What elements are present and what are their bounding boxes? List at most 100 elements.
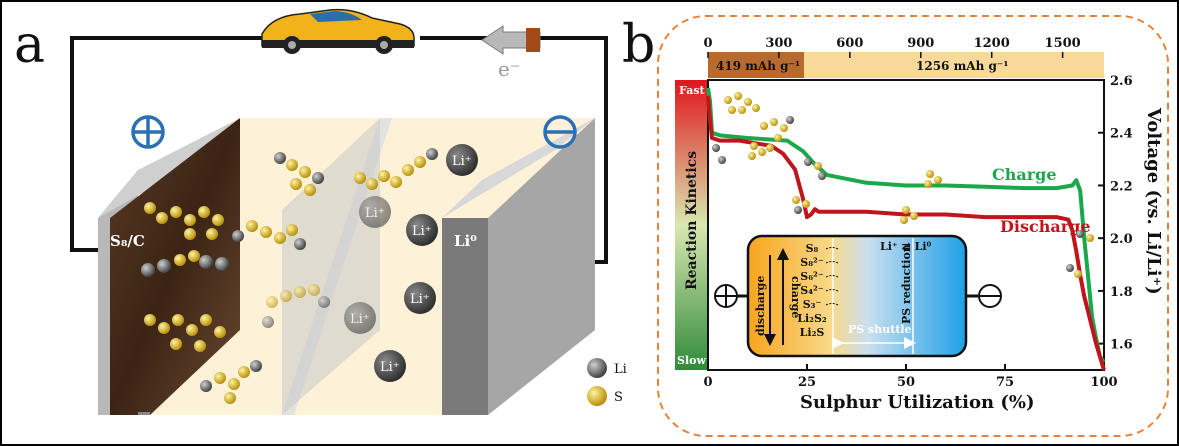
li-sulfide-icon: [1066, 230, 1094, 278]
polysulfide-molecule: [200, 360, 262, 404]
y-tick-label: 1.8: [1110, 285, 1133, 300]
li-ion: Li⁺: [374, 350, 406, 382]
capacity-right-label: 1256 mAh g⁻¹: [916, 59, 1008, 73]
anode-label: Li⁰: [454, 232, 477, 250]
y-axis: 2.6 2.4 2.2 2.0 1.8 1.6: [1098, 74, 1133, 353]
species-label: Li₂S₂: [797, 312, 827, 325]
x-tick-label: 100: [1090, 375, 1117, 390]
svg-text:charge: charge: [789, 276, 802, 318]
y-tick-label: 1.6: [1110, 338, 1133, 353]
plus-circle-icon: [131, 115, 165, 149]
polysulfide-molecule: [144, 202, 224, 240]
reaction-kinetics-bar: [675, 80, 708, 370]
polysulfide-molecule: [262, 284, 330, 328]
panel-b-label: b: [622, 15, 655, 75]
reaction-arrow: [825, 247, 839, 250]
top-axis: 0 300 600 900 1200 1500: [703, 36, 1081, 58]
x-axis: 0 25 50 75 100: [703, 364, 1118, 390]
reaction-arrow: [825, 275, 839, 278]
kinetics-label: Reaction Kinetics: [684, 151, 700, 290]
electron-label: e⁻: [498, 57, 520, 81]
x-tick-label: 50: [897, 375, 915, 390]
svg-text:Li⁺: Li⁺: [412, 224, 432, 239]
species-label: S₈²⁻: [800, 256, 824, 269]
polysulfide-molecule: [274, 152, 324, 196]
legend-s-label: S: [614, 390, 623, 405]
polysulfide-icon: [712, 142, 774, 164]
series-label-charge: Charge: [992, 165, 1057, 184]
y-tick-label: 2.2: [1110, 179, 1133, 194]
x-axis-label: Sulphur Utilization (%): [800, 392, 1035, 413]
species-label: S₄²⁻: [800, 284, 824, 297]
anode-electrode: [442, 118, 595, 415]
polysulfide-molecule: [144, 314, 226, 352]
top-tick-label: 900: [907, 36, 934, 51]
y-tick-label: 2.0: [1110, 232, 1133, 247]
polysulfide-icon: [792, 196, 810, 214]
panel-a: a e⁻ S₈/C: [14, 8, 627, 415]
species-label: Li₂S: [800, 326, 825, 339]
li-ion: Li⁺: [406, 214, 438, 246]
circuit-wire-left: [70, 36, 262, 252]
s-atom-icon: [587, 386, 607, 406]
top-tick-label: 600: [836, 36, 863, 51]
li-ion: Li⁺: [359, 196, 391, 228]
capacity-bar-left: [708, 52, 804, 78]
kinetics-slow-label: Slow: [677, 354, 706, 367]
x-tick-label: 0: [703, 375, 712, 390]
li-ion: Li⁺: [446, 144, 478, 176]
sports-car-icon: [261, 8, 415, 54]
electron-flow-arrow: [481, 25, 541, 55]
series-label-discharge: Discharge: [1000, 217, 1091, 236]
capacity-left-label: 419 mAh g⁻¹: [716, 59, 800, 73]
cathode-label: S₈/C: [110, 232, 145, 250]
svg-text:Li⁺: Li⁺: [365, 206, 385, 221]
polysulfide-icon: [760, 116, 794, 142]
top-tick-label: 1200: [974, 36, 1010, 51]
capacity-bar-right: [804, 52, 1104, 78]
li-reaction: Li⁺ ⇄ Li⁰: [880, 240, 932, 253]
top-tick-label: 0: [703, 36, 712, 51]
svg-text:Li⁺: Li⁺: [380, 360, 400, 375]
reaction-arrow: [825, 303, 839, 306]
li-atom-icon: [587, 358, 607, 378]
x-tick-label: 25: [798, 375, 816, 390]
minus-circle-icon: [978, 284, 1002, 308]
ps-reduction-label: PS reduction: [900, 244, 913, 324]
top-tick-label: 300: [765, 36, 792, 51]
x-tick-label: 75: [996, 375, 1014, 390]
polysulfide-molecule: [141, 250, 229, 277]
legend-li-label: Li: [614, 362, 627, 377]
polysulfide-icon: [900, 206, 918, 224]
li-ion: Li⁺: [404, 282, 436, 314]
svg-text:Li⁺: Li⁺: [410, 292, 430, 307]
top-tick-label: 1500: [1045, 36, 1081, 51]
panel-b: b 419 mAh g⁻¹ 1256 mAh g⁻¹ Fast Slow Rea…: [622, 15, 1169, 437]
polysulfide-icon: [804, 158, 826, 180]
svg-text:discharge: discharge: [754, 276, 767, 336]
reaction-arrow: [825, 261, 839, 264]
li-ion: Li⁺: [344, 302, 376, 334]
minus-circle-icon: [543, 115, 577, 149]
svg-text:Li⁺: Li⁺: [452, 154, 472, 169]
kinetics-fast-label: Fast: [679, 84, 706, 97]
sulfur-ring-icon: [724, 92, 760, 114]
species-label: S₃⁻: [803, 298, 822, 311]
svg-text:Li⁺: Li⁺: [350, 312, 370, 327]
y-tick-label: 2.4: [1110, 127, 1133, 142]
polysulfide-icon: [924, 170, 942, 188]
cathode-electrode: [98, 118, 240, 415]
species-label: S₈: [806, 242, 819, 255]
panel-b-dashed-border: [657, 15, 1169, 437]
ps-shuttle-label: PS shuttle: [848, 323, 912, 336]
reaction-arrow: [825, 289, 839, 292]
polysulfide-molecule: [354, 148, 438, 190]
panel-a-label: a: [14, 15, 45, 75]
polysulfide-molecule: [232, 220, 306, 250]
inset-cell-schematic: discharge charge S₈S₈²⁻S₆²⁻S₄²⁻S₃⁻Li₂S₂L…: [714, 234, 1002, 358]
y-tick-label: 2.6: [1110, 74, 1133, 89]
species-label: S₆²⁻: [800, 270, 824, 283]
